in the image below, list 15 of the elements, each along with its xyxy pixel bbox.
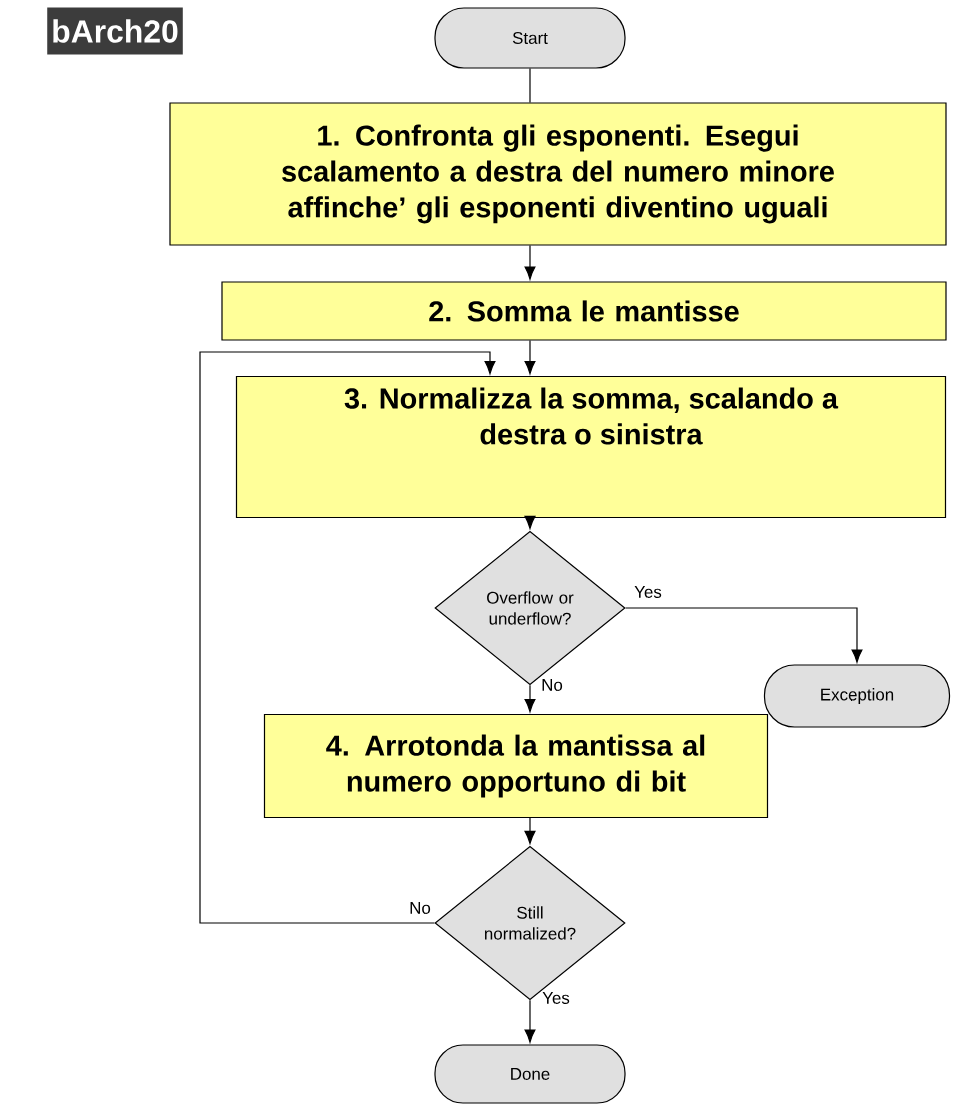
arrow: [524, 245, 536, 280]
arrow: [524, 684, 536, 713]
header-tab: bArch20: [47, 7, 183, 55]
arrow: [524, 515, 536, 529]
arrow: [625, 607, 863, 663]
process-box: 2. Somma le mantisse: [221, 281, 947, 341]
arrow: [199, 351, 496, 924]
arrow: [524, 999, 536, 1043]
process-box: 1. Confronta gli esponenti. Esegui scalamento a destra del numero minore affinche’ gli esponenti diventino uguali: [169, 102, 947, 246]
process-box: 3. Normalizza la somma, scalando a destra o sinistra: [235, 375, 947, 519]
arrow: [524, 817, 536, 844]
edge-label: Yes: [633, 585, 663, 599]
process-box: 4. Arrotonda la mantissa al numero opportuno di bit: [263, 713, 769, 819]
arrow: [524, 340, 536, 375]
edge-label: No: [408, 901, 432, 915]
